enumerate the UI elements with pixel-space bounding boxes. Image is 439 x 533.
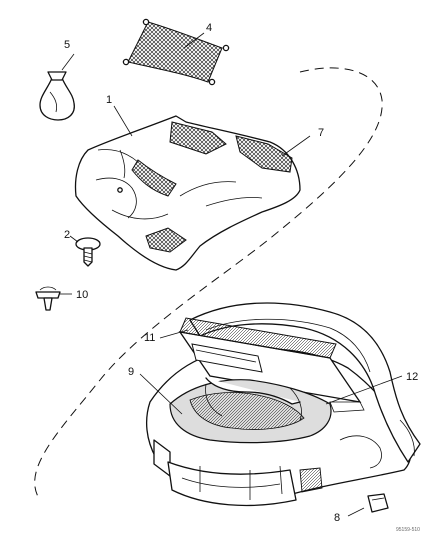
leader-4 [183, 32, 205, 49]
push-fastener [75, 237, 101, 267]
callout-9: 9 [128, 366, 134, 378]
trunk-clip [367, 493, 389, 513]
figure-code: 95159-510 [396, 527, 420, 533]
callout-8: 8 [334, 512, 340, 524]
callout-12: 12 [406, 371, 418, 383]
callout-10: 10 [76, 289, 88, 301]
callout-11: 11 [144, 332, 155, 344]
leader-7 [281, 135, 311, 157]
leader-12 [325, 375, 403, 405]
callout-7: 7 [318, 127, 324, 139]
leader-5 [61, 53, 75, 71]
leader-11 [159, 329, 189, 339]
cargo-net [122, 18, 230, 86]
retaining-clip [35, 286, 61, 311]
dashed-group-outline [34, 67, 383, 501]
rear-body [145, 302, 421, 507]
leader-9 [139, 373, 183, 415]
trunk-carpet [74, 115, 301, 271]
callout-1: 1 [106, 94, 112, 106]
leader-2 [69, 235, 79, 243]
leader-8 [347, 507, 365, 517]
callout-4: 4 [206, 22, 212, 34]
callout-2: 2 [64, 229, 70, 241]
leader-1 [113, 105, 133, 137]
callout-5: 5 [64, 39, 70, 51]
storage-bag [39, 71, 75, 121]
